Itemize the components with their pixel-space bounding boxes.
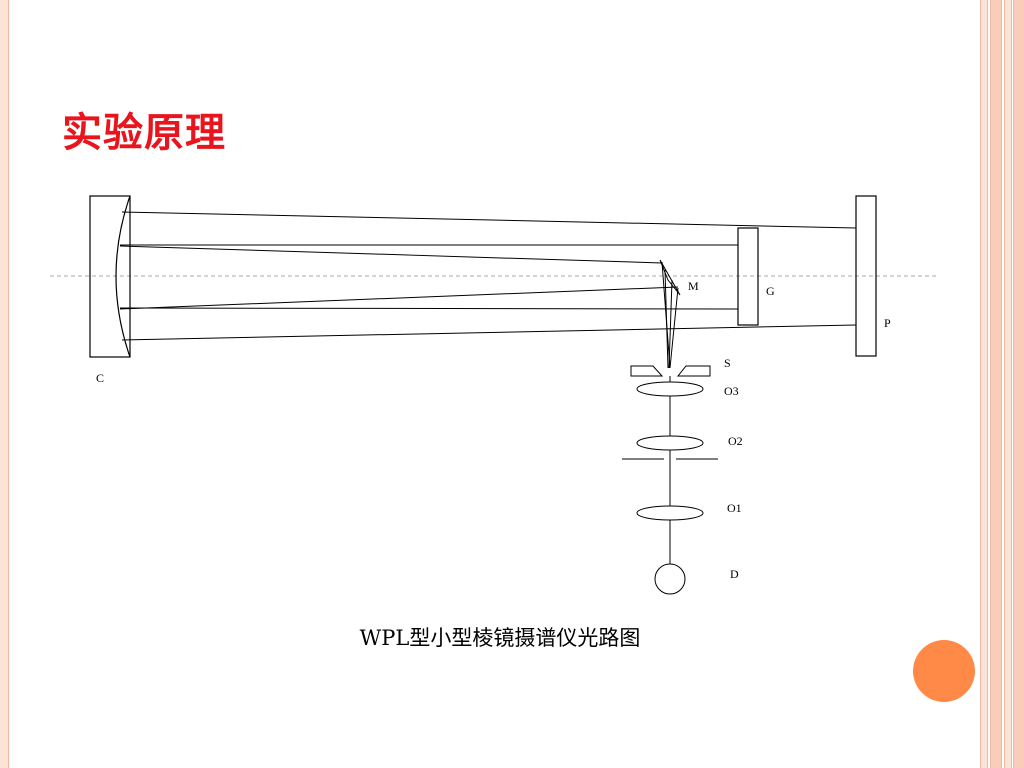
ray: [664, 269, 669, 369]
lens-o3: [636, 381, 704, 397]
ray: [119, 307, 739, 310]
light-rays: [119, 211, 857, 369]
label-o1: O1: [727, 501, 742, 515]
label-g: G: [766, 284, 775, 298]
label-c: C: [96, 371, 104, 385]
slit-right-jaw: [676, 365, 711, 377]
collimator-mirror-curve: [115, 195, 131, 358]
photographic-plate: [855, 195, 877, 357]
right-border-stripe-3: [1004, 0, 1012, 768]
slide-title: 实验原理: [62, 110, 226, 156]
collimator-mirror-frame: [89, 195, 131, 358]
prism-block: [737, 227, 759, 326]
ray: [121, 211, 857, 229]
decorative-orange-circle: [913, 640, 975, 702]
left-border: [0, 0, 9, 768]
right-border-stripe-4: [1013, 0, 1024, 768]
label-p: P: [884, 316, 891, 330]
ray: [121, 324, 857, 341]
label-o3: O3: [724, 384, 739, 398]
light-source: [654, 563, 686, 595]
ray: [669, 287, 679, 369]
ray: [668, 279, 673, 369]
label-d: D: [730, 567, 739, 581]
ray: [119, 245, 663, 264]
lens-o2: [636, 435, 704, 451]
label-o2: O2: [728, 434, 743, 448]
ray: [119, 286, 679, 310]
right-border-stripe-2: [990, 0, 1002, 768]
lens-o1: [636, 505, 704, 521]
right-border-stripe-1: [980, 0, 988, 768]
label-m: M: [688, 279, 699, 293]
diagram-caption: WPL型小型棱镜摄谱仪光路图: [359, 626, 641, 650]
label-s: S: [724, 356, 731, 370]
slit-left-jaw: [630, 365, 664, 377]
